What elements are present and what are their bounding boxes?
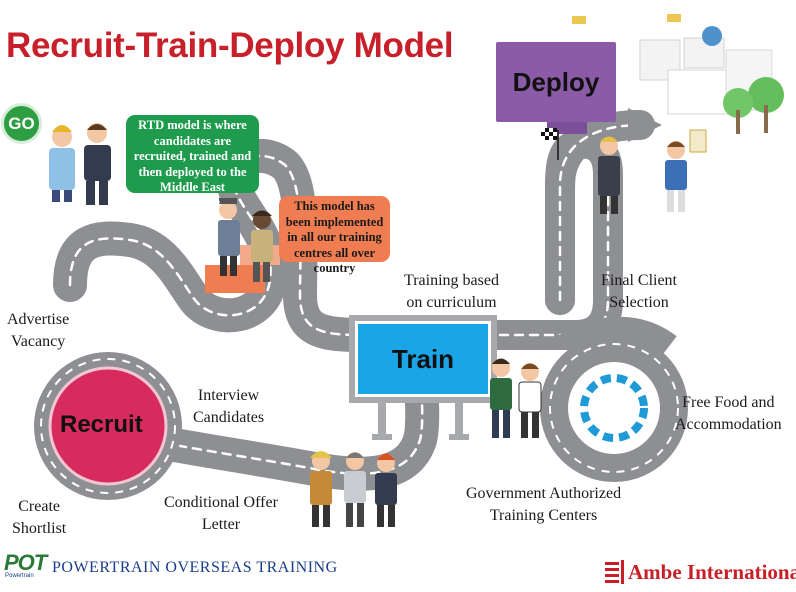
- pot-logo-mark: [4, 551, 48, 583]
- step-client-selection: Final Client Selection: [601, 270, 677, 314]
- road-arrow: [628, 108, 662, 142]
- step-govt-line1: Government Authorized: [466, 485, 622, 502]
- train-board: Train: [358, 324, 488, 394]
- step-interview-line2: Candidates: [193, 409, 265, 426]
- callout-orange: This model has been implemented in all o…: [279, 196, 390, 275]
- pot-logo: POT Powertrain: [4, 550, 48, 584]
- pot-logo-letters: POT: [4, 550, 47, 575]
- callout-green: RTD model is where candidates are recrui…: [126, 115, 259, 210]
- step-food-line1: Free Food and: [682, 394, 775, 411]
- step-advertise-line2: Vacancy: [11, 333, 66, 350]
- step-food-line2: Accommodation: [675, 416, 782, 433]
- step-interview-line1: Interview: [197, 387, 260, 404]
- ambe-logo-icon: [605, 560, 624, 584]
- powertrain-brand: POWERTRAIN OVERSEAS TRAINING: [52, 559, 338, 576]
- step-food-accommodation: Free Food and Accommodation: [675, 392, 782, 436]
- city-illustration: [572, 14, 784, 134]
- step-create-shortlist: Create Shortlist: [12, 496, 66, 540]
- step-offer-line2: Letter: [201, 516, 241, 533]
- train-label: Train: [391, 343, 455, 374]
- step-curriculum-line2: on curriculum: [406, 294, 497, 311]
- go-badge: GO: [1, 103, 42, 144]
- step-client-line2: Selection: [609, 294, 669, 311]
- people-figures: [49, 123, 707, 527]
- step-conditional-offer: Conditional Offer Letter: [164, 492, 278, 536]
- recruit-roundabout: [34, 352, 182, 500]
- step-shortlist-line2: Shortlist: [12, 520, 67, 537]
- food-roundabout: [540, 316, 688, 482]
- step-offer-line1: Conditional Offer: [164, 494, 278, 511]
- deploy-label: Deploy: [512, 66, 600, 97]
- pot-logo-sub: Powertrain: [5, 573, 34, 579]
- step-training-curriculum: Training based on curriculum: [404, 270, 499, 314]
- ambe-brand: Ambe International: [628, 560, 796, 584]
- step-govt-line2: Training Centers: [489, 507, 598, 524]
- step-client-line1: Final Client: [601, 272, 677, 289]
- step-curriculum-line1: Training based: [404, 272, 499, 289]
- page-title: Recruit-Train-Deploy Model: [6, 26, 454, 65]
- step-advertise-line1: Advertise: [7, 311, 70, 328]
- step-govt-centers: Government Authorized Training Centers: [466, 483, 621, 527]
- step-shortlist-line1: Create: [18, 498, 60, 515]
- recruit-label: Recruit: [60, 411, 143, 438]
- step-interview-candidates: Interview Candidates: [193, 385, 264, 429]
- deploy-board: Deploy: [496, 42, 616, 122]
- step-advertise-vacancy: Advertise Vacancy: [7, 309, 69, 353]
